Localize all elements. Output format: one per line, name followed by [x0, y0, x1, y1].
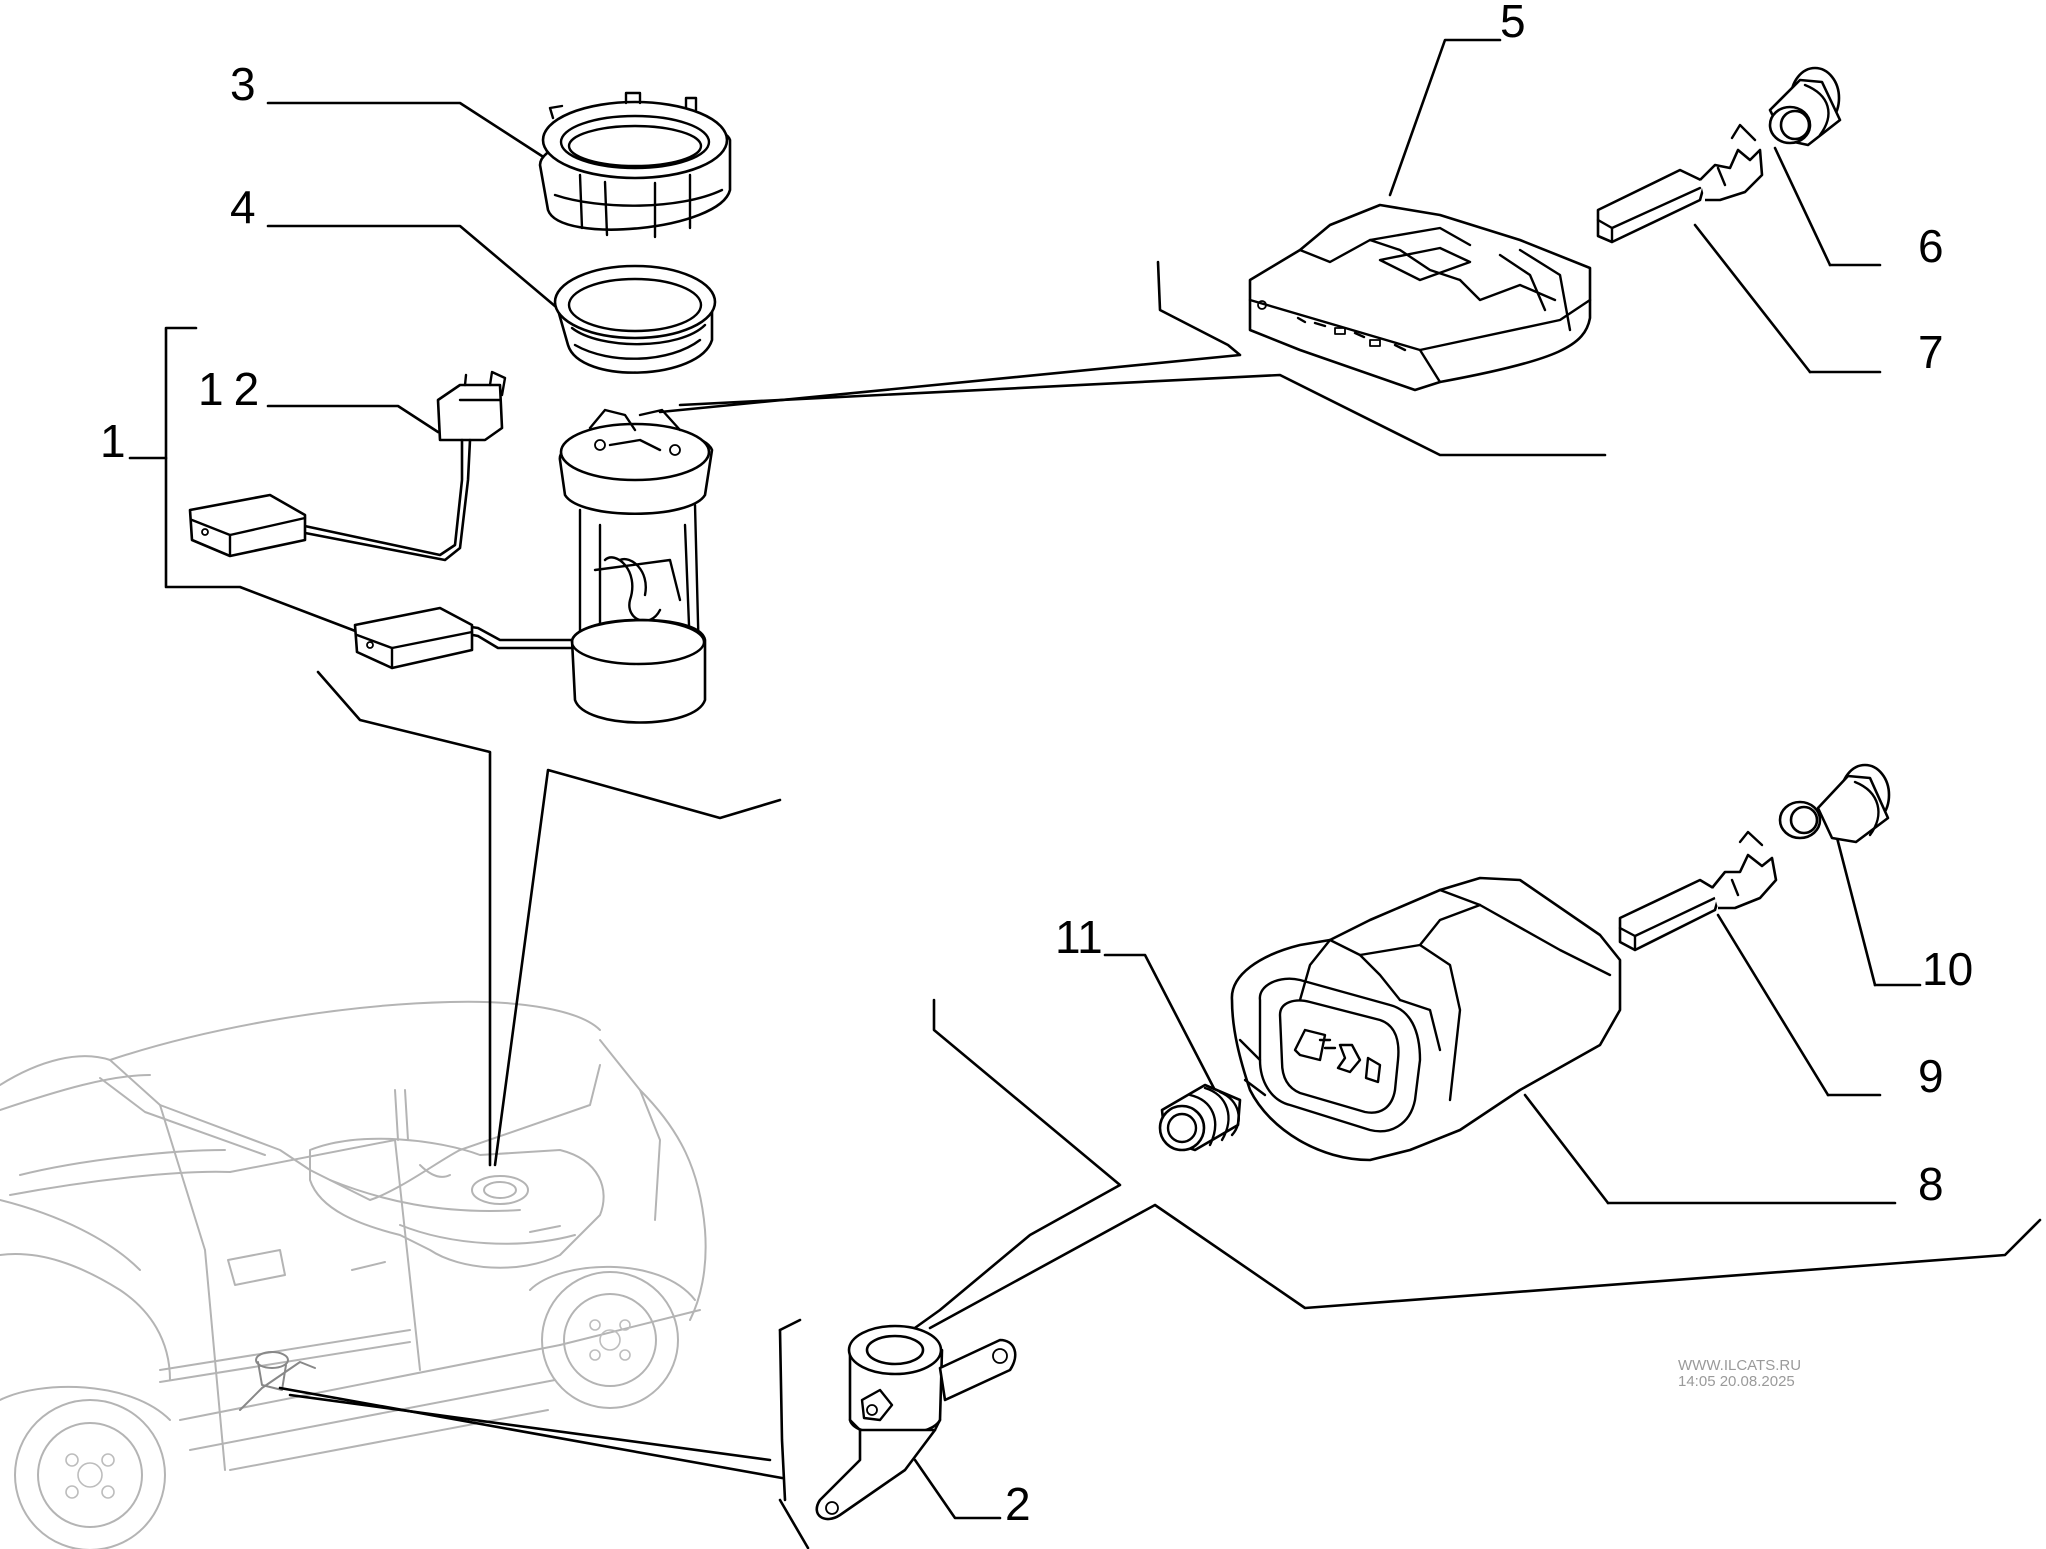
part-seal-plug-bottom	[1778, 763, 1891, 844]
callout-7: 7	[1918, 326, 1944, 378]
callout-10: 10	[1922, 943, 1973, 995]
vehicle-outline	[0, 1000, 707, 1549]
watermark: WWW.ILCATS.RU 14:05 20.08.2025	[1678, 1357, 1801, 1390]
callout-3: 3	[230, 58, 256, 110]
part-connector-housing	[1248, 203, 1592, 392]
callout-8: 8	[1918, 1158, 1944, 1210]
part-lock-ring	[538, 91, 732, 239]
callout-4: 4	[230, 181, 256, 233]
part-fuel-pump	[353, 408, 714, 724]
callout-12: 12	[198, 363, 269, 415]
callout-6: 6	[1918, 220, 1944, 272]
part-terminal-top	[1596, 123, 1764, 244]
watermark-site: WWW.ILCATS.RU	[1678, 1357, 1801, 1374]
callout-9: 9	[1918, 1050, 1944, 1102]
callout-labels: 3 4 12 1 5 6 7 10 11 9 8 2	[100, 0, 1973, 1530]
part-inertia-switch	[815, 1324, 1017, 1521]
callout-2: 2	[1005, 1478, 1031, 1530]
part-seal-sleeve	[1158, 1083, 1242, 1152]
part-level-sensor	[188, 370, 507, 562]
part-seal-plug-top	[1768, 66, 1842, 147]
callout-1: 1	[100, 415, 126, 467]
callout-5: 5	[1500, 0, 1526, 47]
part-seal-gasket	[553, 264, 717, 374]
watermark-timestamp: 14:05 20.08.2025	[1678, 1373, 1795, 1390]
leader-lines	[128, 38, 2042, 1549]
part-connector-large	[1230, 876, 1622, 1162]
callout-11: 11	[1055, 911, 1103, 963]
part-terminal-bottom	[1618, 830, 1778, 952]
